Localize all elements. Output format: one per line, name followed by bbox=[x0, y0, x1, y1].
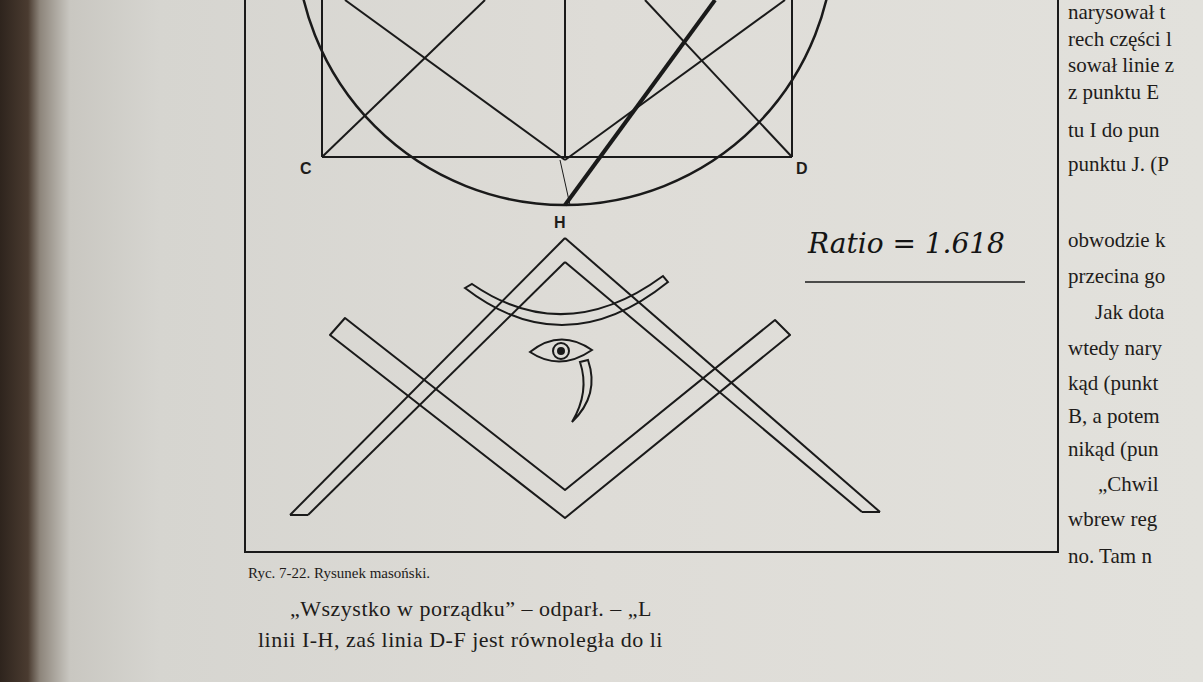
point-label: C bbox=[300, 160, 312, 178]
arc-symbol bbox=[465, 276, 668, 325]
tear-symbol bbox=[572, 360, 592, 422]
body-text-line: „Wszystko w porządku” – odparł. – „L bbox=[290, 596, 652, 621]
diagonal-line bbox=[565, 0, 785, 160]
body-text-line: punktu J. (P bbox=[1068, 152, 1169, 176]
diagonal-line bbox=[345, 0, 565, 160]
body-text-line: sował linie z bbox=[1068, 53, 1174, 77]
construction-line bbox=[560, 160, 570, 205]
body-text-line: Jak dota bbox=[1095, 300, 1164, 324]
body-text-line: no. Tam n bbox=[1068, 544, 1152, 568]
square-base bbox=[322, 156, 792, 158]
figure-frame bbox=[245, 0, 1058, 552]
eye-pupil bbox=[558, 348, 564, 354]
compass-leg bbox=[290, 238, 565, 515]
point-label: H bbox=[554, 214, 566, 232]
body-text-line: z punktu E bbox=[1068, 80, 1159, 104]
body-text-line: linii I-H, zaś linia D-F jest równoległa… bbox=[258, 627, 663, 652]
circle bbox=[296, 0, 834, 205]
square-side bbox=[321, 0, 323, 157]
body-text-line: wbrew reg bbox=[1068, 507, 1157, 531]
compass-leg bbox=[565, 262, 862, 512]
point-label: D bbox=[796, 160, 808, 178]
compass-leg bbox=[290, 514, 308, 516]
body-text-line: obwodzie k bbox=[1068, 228, 1165, 252]
body-text-line: nikąd (pun bbox=[1068, 437, 1158, 461]
figure-caption: Ryc. 7-22. Rysunek masoński. bbox=[248, 565, 430, 582]
body-text-line: „Chwil bbox=[1098, 472, 1159, 496]
compass-leg bbox=[565, 238, 880, 512]
handwritten-note: Ratio = 1.618 bbox=[808, 228, 1005, 260]
body-text-line: przecina go bbox=[1068, 264, 1165, 288]
center-line bbox=[564, 0, 566, 157]
eye-iris bbox=[553, 343, 569, 359]
body-text-line: wtedy nary bbox=[1068, 336, 1162, 360]
body-text-line: rech części l bbox=[1068, 27, 1172, 51]
diagonal-line bbox=[645, 0, 792, 157]
body-text-line: B, a potem bbox=[1068, 404, 1160, 428]
diagonal-line bbox=[322, 0, 485, 157]
drawing-lines bbox=[245, 0, 1058, 552]
compass-leg bbox=[862, 511, 880, 513]
body-text-line: kąd (punkt bbox=[1068, 371, 1158, 395]
square-side bbox=[791, 0, 793, 157]
underline bbox=[805, 281, 1025, 283]
eye-outline bbox=[530, 339, 592, 361]
body-text-line: tu I do pun bbox=[1068, 118, 1160, 142]
hatched-line bbox=[565, 0, 715, 205]
square-tool bbox=[330, 318, 790, 518]
body-text-line: narysował t bbox=[1068, 0, 1165, 24]
